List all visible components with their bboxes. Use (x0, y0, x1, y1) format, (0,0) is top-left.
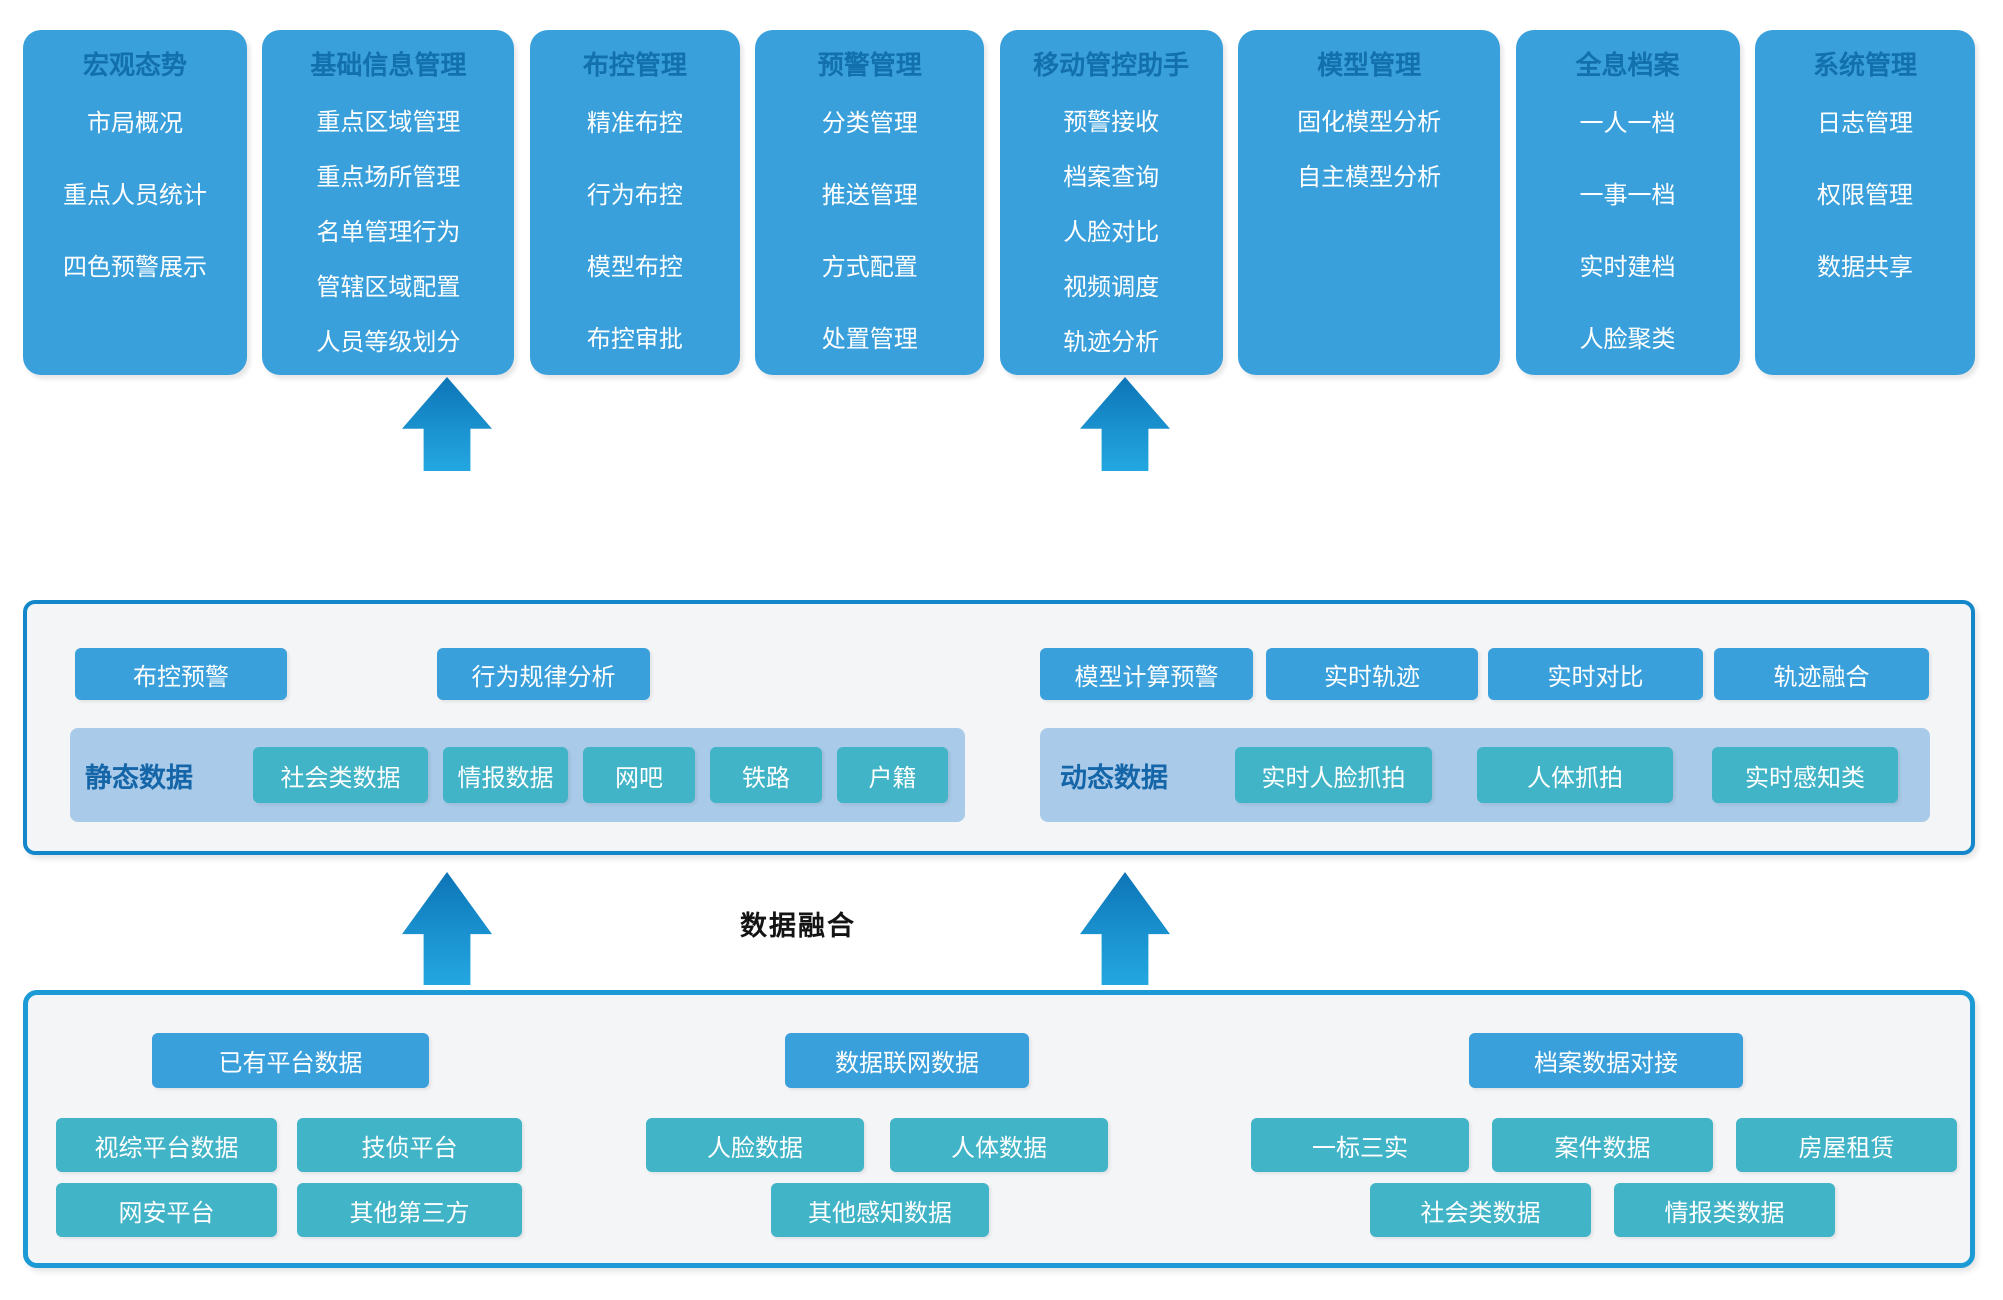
source-item: 其他第三方 (297, 1183, 522, 1237)
module-item: 视频调度 (1063, 274, 1160, 301)
module-item: 推送管理 (821, 181, 918, 209)
dynamic-data-label: 动态数据 (1060, 762, 1168, 793)
module-item: 一人一档 (1579, 109, 1676, 137)
module-item-list: 精准布控 行为布控 模型布控 布控审批 (530, 84, 740, 372)
module-item-list: 日志管理 权限管理 数据共享 (1755, 84, 1975, 300)
module-title: 宏观态势 (82, 50, 187, 80)
static-data-item: 铁路 (710, 747, 822, 803)
module-item: 精准布控 (586, 109, 683, 137)
source-item: 人脸数据 (646, 1118, 864, 1172)
module-item: 自主模型分析 (1297, 164, 1442, 191)
module-item: 管辖区域配置 (316, 274, 461, 301)
up-arrow-icon (1080, 872, 1170, 985)
module-item-list: 固化模型分析 自主模型分析 (1238, 92, 1500, 202)
static-data-group: 静态数据 社会类数据 情报数据 网吧 铁路 户籍 (70, 728, 965, 822)
module-title: 模型管理 (1317, 50, 1422, 80)
dynamic-data-item: 人体抓拍 (1477, 747, 1673, 803)
module-item: 分类管理 (821, 109, 918, 137)
module-item: 重点人员统计 (63, 181, 207, 209)
analysis-button-realtime-track: 实时轨迹 (1266, 648, 1478, 700)
module-item-list: 一人一档 一事一档 实时建档 人脸聚类 (1516, 84, 1740, 372)
source-item: 案件数据 (1492, 1118, 1713, 1172)
module-item: 预警接收 (1063, 109, 1160, 136)
source-item: 情报类数据 (1614, 1183, 1835, 1237)
data-source-panel: 已有平台数据 数据联网数据 档案数据对接 视综平台数据 技侦平台 网安平台 其他… (23, 990, 1975, 1268)
module-card-model-mgmt: 模型管理 固化模型分析 自主模型分析 (1238, 30, 1501, 375)
static-data-item: 社会类数据 (253, 747, 428, 803)
module-item-list: 预警接收 档案查询 人脸对比 视频调度 轨迹分析 (1000, 92, 1223, 367)
data-fusion-label: 数据融合 (740, 910, 856, 941)
analysis-button-track-fusion: 轨迹融合 (1714, 648, 1929, 700)
analysis-button-surveillance-alert: 布控预警 (75, 648, 287, 700)
source-item: 社会类数据 (1370, 1183, 1591, 1237)
module-item: 处置管理 (821, 325, 918, 353)
analysis-button-realtime-compare: 实时对比 (1488, 648, 1703, 700)
module-item: 数据共享 (1816, 253, 1913, 281)
module-item: 档案查询 (1063, 164, 1160, 191)
module-item: 重点场所管理 (316, 164, 461, 191)
module-card-alert-mgmt: 预警管理 分类管理 推送管理 方式配置 处置管理 (755, 30, 985, 375)
source-item: 人体数据 (890, 1118, 1108, 1172)
source-group-header-platform: 已有平台数据 (152, 1033, 429, 1088)
module-title: 布控管理 (582, 50, 687, 80)
up-arrow-icon (1080, 377, 1170, 471)
static-data-item: 情报数据 (443, 747, 568, 803)
module-item: 四色预警展示 (63, 253, 207, 281)
module-item: 方式配置 (821, 253, 918, 281)
module-item: 布控审批 (586, 325, 683, 353)
module-item: 权限管理 (1816, 181, 1913, 209)
module-title: 预警管理 (817, 50, 922, 80)
application-modules-row: 宏观态势 市局概况 重点人员统计 四色预警展示 基础信息管理 重点区域管理 重点… (23, 30, 1975, 375)
module-item: 日志管理 (1816, 109, 1913, 137)
dynamic-data-item: 实时人脸抓拍 (1235, 747, 1432, 803)
module-item: 市局概况 (87, 109, 183, 137)
module-title: 全息档案 (1575, 50, 1680, 80)
dynamic-data-item: 实时感知类 (1712, 747, 1898, 803)
module-item-list: 市局概况 重点人员统计 四色预警展示 (23, 84, 247, 300)
source-item: 视综平台数据 (56, 1118, 277, 1172)
module-card-macro-situation: 宏观态势 市局概况 重点人员统计 四色预警展示 (23, 30, 247, 375)
source-item: 其他感知数据 (771, 1183, 989, 1237)
module-card-holographic-archive: 全息档案 一人一档 一事一档 实时建档 人脸聚类 (1515, 30, 1740, 375)
source-item: 技侦平台 (297, 1118, 522, 1172)
module-card-surveillance-mgmt: 布控管理 精准布控 行为布控 模型布控 布控审批 (529, 30, 740, 375)
module-item-list: 重点区域管理 重点场所管理 名单管理行为 管辖区域配置 人员等级划分 (262, 92, 514, 367)
module-item: 一事一档 (1579, 181, 1676, 209)
module-item: 重点区域管理 (316, 109, 461, 136)
analysis-layer-panel: 布控预警 行为规律分析 模型计算预警 实时轨迹 实时对比 轨迹融合 静态数据 社… (23, 600, 1975, 855)
module-item: 模型布控 (586, 253, 683, 281)
analysis-button-behavior-pattern: 行为规律分析 (437, 648, 650, 700)
source-group-header-network: 数据联网数据 (785, 1033, 1029, 1088)
static-data-item: 户籍 (837, 747, 948, 803)
analysis-button-model-alert: 模型计算预警 (1040, 648, 1253, 700)
module-item: 人员等级划分 (316, 329, 461, 356)
up-arrow-icon (402, 377, 492, 471)
module-item: 行为布控 (586, 181, 683, 209)
up-arrow-icon (402, 872, 492, 985)
dynamic-data-group: 动态数据 实时人脸抓拍 人体抓拍 实时感知类 (1040, 728, 1930, 822)
module-item: 名单管理行为 (316, 219, 461, 246)
module-title: 移动管控助手 (1033, 50, 1190, 80)
module-title: 基础信息管理 (310, 50, 467, 80)
module-card-system-mgmt: 系统管理 日志管理 权限管理 数据共享 (1754, 30, 1975, 375)
module-card-basic-info-mgmt: 基础信息管理 重点区域管理 重点场所管理 名单管理行为 管辖区域配置 人员等级划… (262, 30, 515, 375)
source-group-header-archive: 档案数据对接 (1469, 1033, 1743, 1088)
module-item: 固化模型分析 (1297, 109, 1442, 136)
module-item: 实时建档 (1579, 253, 1676, 281)
source-item: 网安平台 (56, 1183, 277, 1237)
source-item: 一标三实 (1251, 1118, 1469, 1172)
module-title: 系统管理 (1812, 50, 1917, 80)
module-card-mobile-assistant: 移动管控助手 预警接收 档案查询 人脸对比 视频调度 轨迹分析 (999, 30, 1223, 375)
static-data-label: 静态数据 (85, 762, 193, 793)
static-data-item: 网吧 (583, 747, 695, 803)
module-item-list: 分类管理 推送管理 方式配置 处置管理 (755, 84, 984, 372)
source-item: 房屋租赁 (1736, 1118, 1957, 1172)
module-item: 人脸聚类 (1579, 325, 1676, 353)
module-item: 轨迹分析 (1063, 329, 1160, 356)
module-item: 人脸对比 (1063, 219, 1160, 246)
